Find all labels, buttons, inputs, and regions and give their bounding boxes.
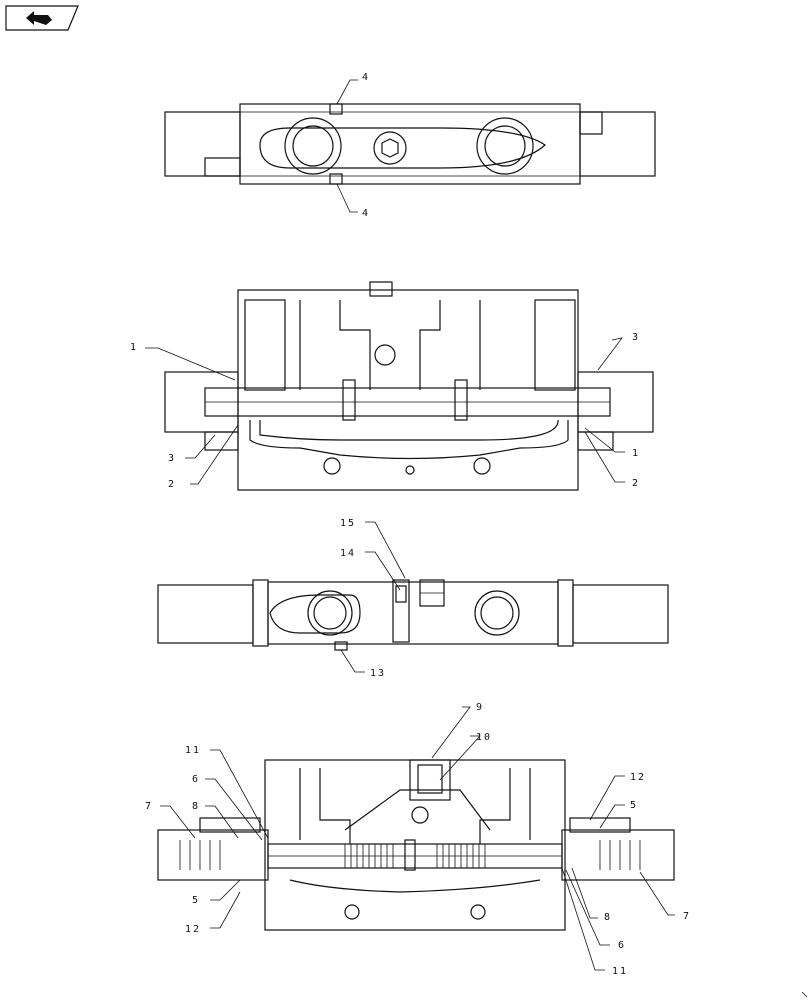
middle-view — [157, 579, 669, 651]
back-arrow-icon — [26, 11, 52, 25]
top-view — [164, 103, 656, 185]
callout-2-right: 2 — [632, 478, 640, 489]
callout-10: 10 — [476, 732, 492, 743]
callout-11-right: 11 — [612, 966, 628, 977]
callout-9: 9 — [476, 702, 484, 713]
callout-12-right: 12 — [630, 772, 646, 783]
callout-7-left: 7 — [145, 801, 153, 812]
callout-6-left: 6 — [192, 774, 200, 785]
section-view-callouts: 9 10 11 6 7 8 5 12 12 5 8 7 6 11 — [145, 702, 691, 977]
callout-15: 15 — [340, 518, 356, 529]
callout-14: 14 — [340, 548, 356, 559]
section-view — [157, 759, 675, 931]
callout-8-right: 8 — [604, 912, 612, 923]
callout-3-right: 3 — [632, 332, 640, 343]
callout-4-upper: 4 — [362, 72, 370, 83]
callout-1-right: 1 — [632, 448, 640, 459]
callout-11-left: 11 — [185, 745, 201, 756]
spring-coils — [179, 840, 641, 870]
callout-8-left: 8 — [192, 801, 200, 812]
callout-2-left: 2 — [168, 479, 176, 490]
front-view — [164, 281, 654, 491]
front-view-callouts: 1 3 2 3 1 2 — [130, 332, 640, 490]
middle-view-callouts: 15 14 13 — [340, 518, 406, 679]
callout-12-left: 12 — [185, 924, 201, 935]
callout-13: 13 — [370, 668, 386, 679]
back-button[interactable] — [5, 5, 79, 31]
callout-7-right: 7 — [683, 911, 691, 922]
callout-5-left: 5 — [192, 895, 200, 906]
callout-6-right: 6 — [618, 940, 626, 951]
top-view-callouts: 4 4 — [336, 72, 370, 219]
callout-4-lower: 4 — [362, 208, 370, 219]
callout-1-left: 1 — [130, 342, 138, 353]
callout-3-left: 3 — [168, 453, 176, 464]
callout-5-right: 5 — [630, 800, 638, 811]
